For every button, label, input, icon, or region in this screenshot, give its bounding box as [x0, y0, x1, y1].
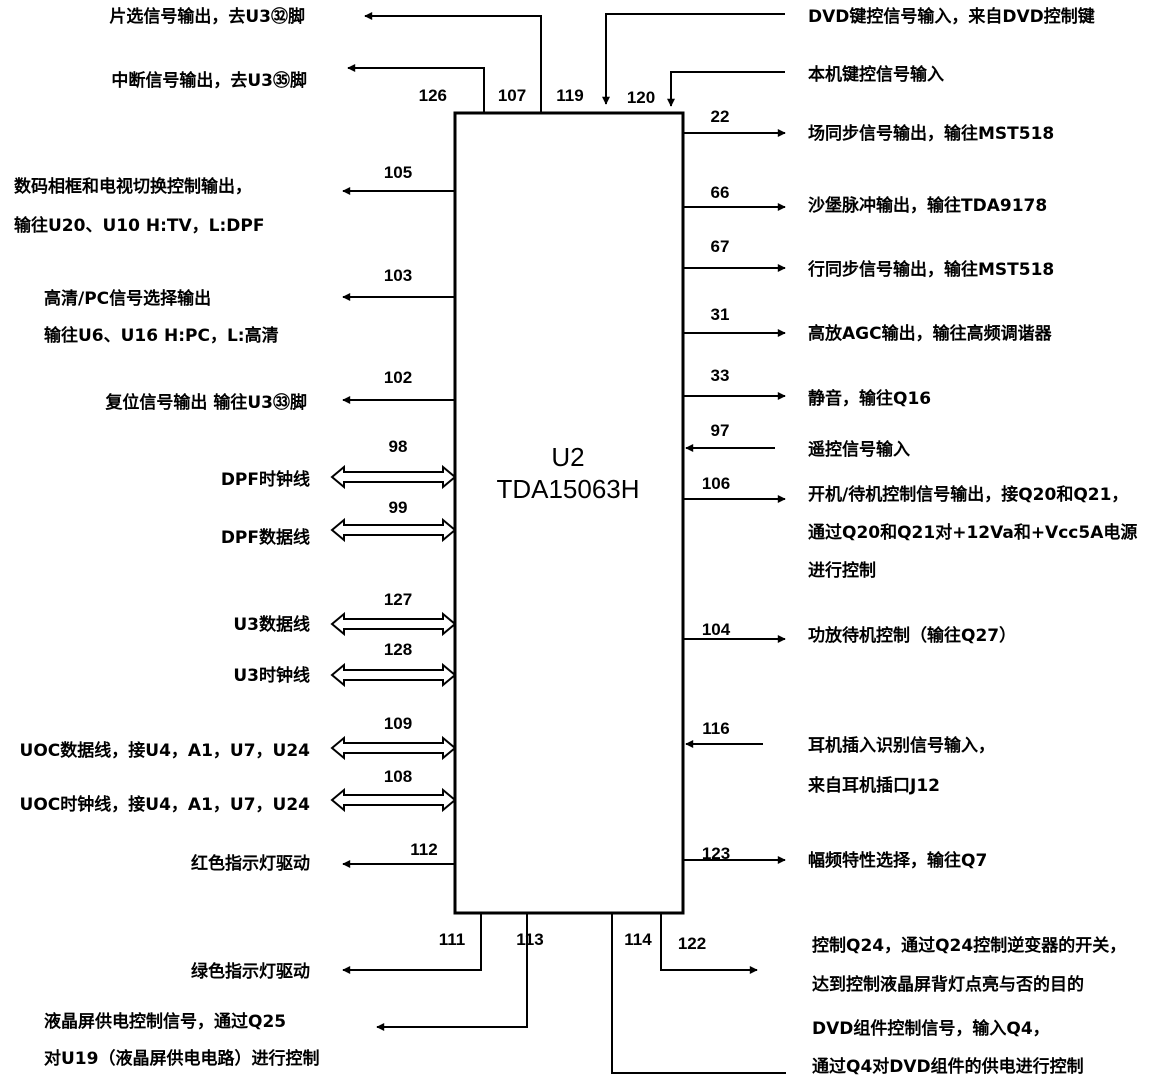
chip-ref: U2 — [551, 442, 584, 472]
label-111: 绿色指示灯驱动 — [191, 961, 310, 982]
pin-104: 104 — [702, 620, 731, 639]
pin-98: 98 — [389, 437, 408, 456]
pin-112: 112 — [410, 840, 437, 859]
pin-67: 67 — [711, 237, 730, 256]
pin-31: 31 — [711, 305, 730, 324]
label-102: 复位信号输出 输往U3㉝脚 — [104, 392, 307, 413]
chip-body — [453, 111, 685, 915]
label-97: 遥控信号输入 — [808, 439, 910, 460]
label-22: 场同步信号输出，输往MST518 — [808, 123, 1054, 144]
pin-105: 105 — [384, 163, 412, 182]
bus-128 — [330, 662, 457, 688]
label-33: 静音，输往Q16 — [808, 388, 931, 409]
label-122-line2: 达到控制液晶屏背灯点亮与否的目的 — [812, 974, 1084, 995]
label-107: 中断信号输出，去U3㉟脚 — [111, 70, 307, 91]
label-116-line2: 来自耳机插口J12 — [807, 775, 940, 796]
wire-119 — [602, 13, 785, 105]
bus-98 — [330, 464, 457, 490]
bus-108 — [330, 787, 457, 813]
pin-119: 119 — [556, 86, 583, 105]
label-114-line1: DVD组件控制信号，输入Q4， — [812, 1018, 1050, 1039]
bus-127 — [330, 611, 457, 637]
pin-111: 111 — [439, 930, 466, 949]
pin-114: 114 — [624, 930, 652, 949]
pin-108: 108 — [384, 767, 412, 786]
label-106-line2: 通过Q20和Q21对+12Va和+Vcc5A电源 — [808, 522, 1137, 543]
wire-113 — [376, 913, 528, 1031]
wire-114 — [611, 913, 786, 1074]
label-67: 行同步信号输出，输往MST518 — [807, 259, 1054, 280]
bus-109 — [330, 735, 457, 761]
label-103-line2: 输往U6、U16 H:PC，L:高清 — [44, 325, 279, 346]
pin-128: 128 — [384, 640, 412, 659]
label-66: 沙堡脉冲输出，输往TDA9178 — [808, 195, 1047, 216]
label-116-line1: 耳机插入识别信号输入， — [808, 735, 995, 756]
pin-106: 106 — [702, 474, 730, 493]
label-105-line1: 数码相框和电视切换控制输出， — [14, 176, 252, 197]
label-127: U3数据线 — [233, 614, 310, 635]
label-120: 本机键控信号输入 — [808, 64, 944, 85]
wire-120 — [667, 71, 785, 107]
pin-103: 103 — [384, 266, 412, 285]
label-105-line2: 输往U20、U10 H:TV，L:DPF — [14, 215, 264, 236]
pin-99: 99 — [389, 498, 408, 517]
label-126: 片选信号输出，去U3㉜脚 — [109, 6, 305, 27]
pin-122: 122 — [678, 934, 706, 953]
pin-22: 22 — [711, 107, 730, 126]
pin-127: 127 — [384, 590, 412, 609]
pin-116: 116 — [702, 719, 729, 738]
pin-66: 66 — [711, 183, 730, 202]
label-103-line1: 高清/PC信号选择输出 — [44, 288, 211, 309]
label-106-line1: 开机/待机控制信号输出，接Q20和Q21， — [808, 484, 1128, 505]
pin-126: 126 — [419, 86, 447, 105]
pin-102: 102 — [384, 368, 412, 387]
pin-120: 120 — [627, 88, 655, 107]
label-109: UOC数据线，接U4，A1，U7，U24 — [20, 740, 311, 761]
pin-123: 123 — [702, 844, 730, 863]
pin-113: 113 — [516, 930, 543, 949]
wire-126 — [364, 12, 542, 113]
label-113-line2: 对U19（液晶屏供电电路）进行控制 — [44, 1048, 319, 1069]
label-114-line2: 通过Q4对DVD组件的供电进行控制 — [812, 1056, 1084, 1077]
label-106-line3: 进行控制 — [808, 560, 876, 581]
label-108: UOC时钟线，接U4，A1，U7，U24 — [20, 794, 311, 815]
wire-122 — [660, 913, 758, 974]
chip-part: TDA15063H — [496, 474, 639, 504]
label-112: 红色指示灯驱动 — [191, 853, 310, 874]
label-99: DPF数据线 — [221, 527, 310, 548]
pin-109: 109 — [384, 714, 412, 733]
bus-99 — [330, 517, 457, 543]
label-123: 幅频特性选择，输往Q7 — [808, 850, 987, 871]
label-98: DPF时钟线 — [221, 469, 310, 490]
pin-33: 33 — [711, 366, 730, 385]
pin-107: 107 — [498, 86, 526, 105]
label-31: 高放AGC输出，输往高频调谐器 — [808, 323, 1053, 344]
wire-107 — [347, 64, 485, 113]
label-128: U3时钟线 — [233, 665, 310, 686]
wire-111 — [342, 913, 482, 974]
pin-97: 97 — [711, 421, 730, 440]
label-119: DVD键控信号输入，来自DVD控制键 — [808, 6, 1095, 27]
label-104: 功放待机控制（输往Q27） — [808, 625, 1016, 646]
label-122-line1: 控制Q24，通过Q24控制逆变器的开关， — [812, 935, 1126, 956]
label-113-line1: 液晶屏供电控制信号，通过Q25 — [44, 1011, 286, 1032]
